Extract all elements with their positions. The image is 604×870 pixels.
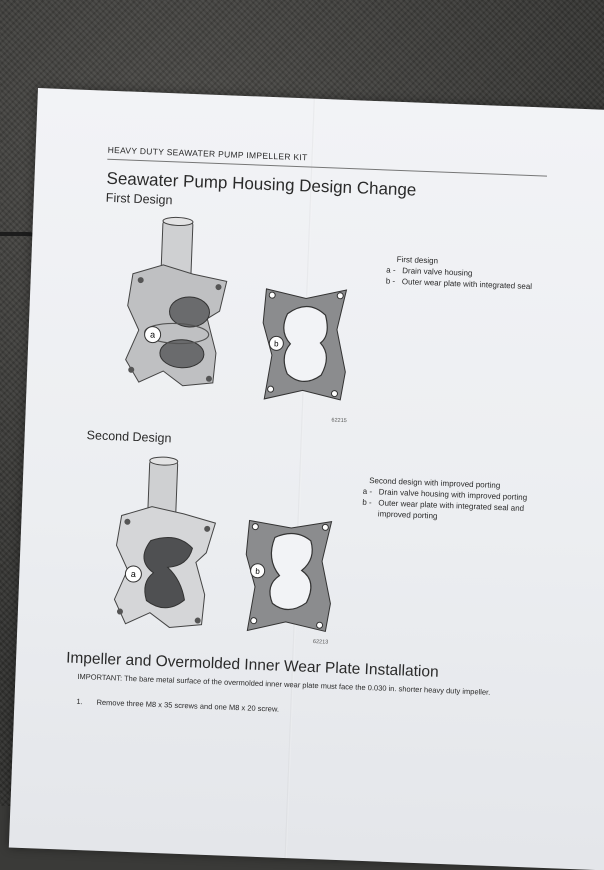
cable [0, 232, 60, 266]
step-1-number: 1. [76, 696, 83, 707]
first-design-label: First Design [105, 190, 173, 208]
second-callout-a: a [131, 569, 136, 579]
step-1-text: Remove three M8 x 35 screws and one M8 x… [96, 697, 280, 714]
first-wear-plate-illustration: b [262, 288, 348, 401]
second-housing-illustration: a [113, 456, 217, 628]
second-legend: Second design with improved porting a - … [362, 475, 539, 526]
first-callout-a: a [150, 329, 155, 339]
second-wear-plate-illustration: b [245, 519, 333, 633]
first-housing-illustration: a [125, 216, 228, 387]
first-legend: First design a - Drain valve housing b -… [386, 254, 547, 293]
first-figure-code: 62215 [331, 417, 347, 425]
second-design-label: Second Design [86, 428, 172, 446]
paper-fold [284, 98, 316, 859]
second-figure-code: 62213 [312, 638, 329, 646]
step-1: 1. Remove three M8 x 35 screws and one M… [76, 697, 279, 714]
manual-page: HEAVY DUTY SEAWATER PUMP IMPELLER KIT Se… [8, 88, 604, 870]
second-callout-b: b [255, 567, 260, 576]
first-callout-b: b [274, 339, 279, 348]
